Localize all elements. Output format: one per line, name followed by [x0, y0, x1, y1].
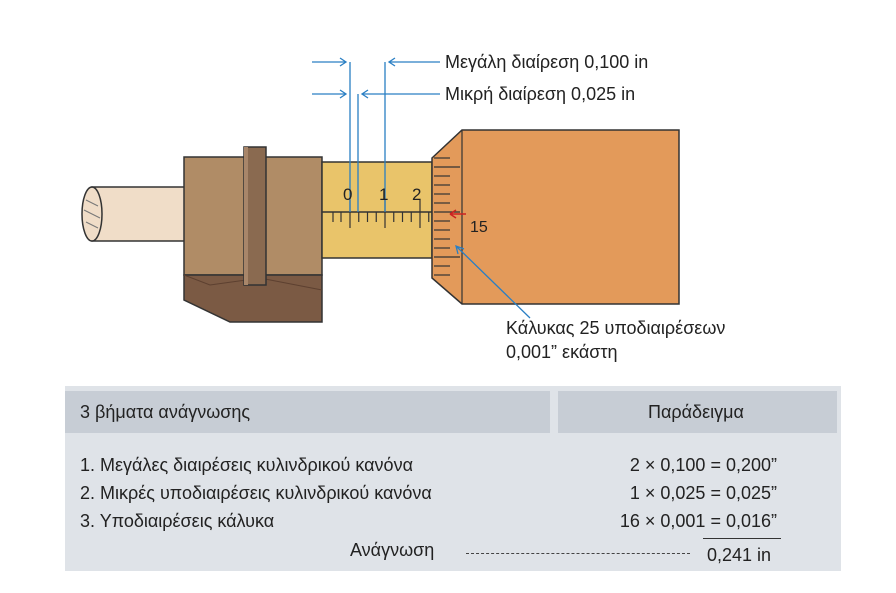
reading-label: Ανάγνωση [350, 540, 435, 560]
sleeve-number-2: 2 [412, 185, 422, 204]
example-header: Παράδειγμα [648, 402, 744, 422]
steps-header-cell [65, 391, 550, 433]
micrometer-diagram [81, 57, 680, 323]
step-row-3: 3. Υποδιαιρέσεις κάλυκα [80, 511, 275, 531]
thimble-number-15: 15 [470, 219, 488, 236]
thimble-label-line1: Κάλυκας 25 υποδιαιρέσεων [506, 318, 726, 338]
sum-rule [703, 538, 781, 539]
example-row-2: 1 × 0,025 = 0,025” [629, 483, 777, 503]
step-row-2: 2. Μικρές υποδιαιρέσεις κυλινδρικού κανό… [80, 483, 432, 503]
step-row-1: 1. Μεγάλες διαιρέσεις κυλινδρικού κανόνα [80, 455, 413, 475]
minor-division-label: Μικρή διαίρεση 0,025 in [445, 84, 636, 104]
sleeve-number-1: 1 [379, 185, 389, 204]
major-division-label: Μεγάλη διαίρεση 0,100 in [445, 52, 649, 72]
sleeve-number-0: 0 [343, 185, 353, 204]
steps-header: 3 βήματα ανάγνωσης [80, 402, 251, 422]
example-header-cell [558, 391, 837, 433]
example-row-3: 16 × 0,001 = 0,016” [619, 511, 777, 531]
reading-value: 0,241 in [707, 545, 772, 565]
spindle-rod [81, 186, 193, 242]
callout-lines [312, 57, 531, 319]
thimble-label-line2: 0,001” εκάστη [506, 342, 618, 362]
frame-body [183, 146, 323, 323]
reading-leader-line [466, 553, 690, 554]
example-row-1: 2 × 0,100 = 0,200” [629, 455, 777, 475]
index-arrow-icon [449, 209, 466, 219]
sleeve-scale [321, 161, 433, 259]
thimble [431, 129, 680, 305]
